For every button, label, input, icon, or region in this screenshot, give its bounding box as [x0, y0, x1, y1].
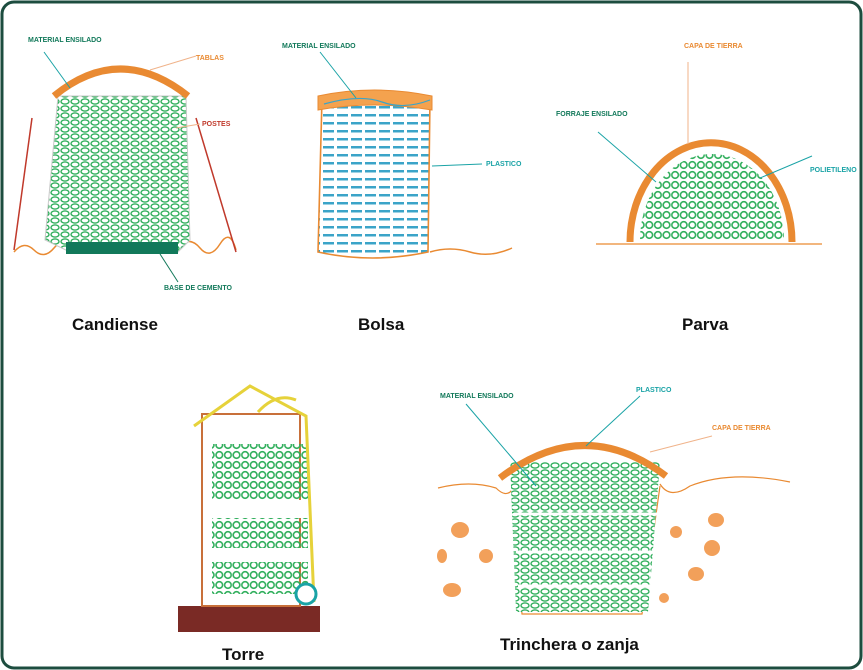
torre-title: Torre	[222, 645, 264, 664]
trinchera-silage-blocks	[510, 462, 660, 612]
candiense-base-label: BASE DE CEMENTO	[164, 285, 232, 292]
candiense-tablas-label: TABLAS	[196, 55, 224, 62]
candiense-post-left	[13, 117, 33, 251]
parva-title: Parva	[682, 315, 729, 334]
trinchera-title: Trinchera o zanja	[500, 635, 639, 654]
parva-silage-mound	[640, 154, 784, 240]
soil-blob	[659, 593, 669, 603]
torre-chute-loop	[256, 396, 297, 414]
parva-diagram: CAPA DE TIERRA FORRAJE ENSILADO POLIETIL…	[556, 43, 857, 334]
bolsa-plastico-label: PLASTICO	[486, 161, 522, 168]
trinchera-capa-label: CAPA DE TIERRA	[712, 425, 771, 432]
bolsa-material-label: MATERIAL ENSILADO	[282, 43, 356, 50]
bolsa-title: Bolsa	[358, 315, 405, 334]
soil-blob	[688, 567, 704, 581]
soil-blob	[443, 583, 461, 597]
bolsa-material-leader	[319, 51, 357, 99]
torre-silage-rings	[212, 444, 308, 594]
bolsa-bag-body	[317, 97, 431, 259]
trinchera-plastico-label: PLASTICO	[636, 387, 672, 394]
soil-blob	[479, 549, 493, 563]
candiense-diagram: MATERIAL ENSILADO TABLAS POSTES BASE DE …	[13, 37, 237, 334]
torre-gap-2	[212, 548, 308, 562]
torre-foundation	[178, 606, 320, 632]
torre-gap-1	[212, 500, 308, 518]
candiense-tablas-leader	[149, 55, 197, 71]
bolsa-plastico-leader	[431, 163, 483, 167]
candiense-postes-leader	[175, 123, 201, 129]
parva-forraje-label: FORRAJE ENSILADO	[556, 111, 628, 118]
candiense-cover-arc	[51, 65, 191, 99]
soil-blob	[437, 549, 447, 563]
soil-blob	[670, 526, 682, 538]
candiense-post-right	[195, 117, 237, 253]
soil-blob	[451, 522, 469, 538]
candiense-material-label: MATERIAL ENSILADO	[28, 37, 102, 44]
parva-forraje-leader	[597, 131, 657, 183]
trinchera-ground-left	[437, 483, 513, 495]
trinchera-plastico-leader	[585, 395, 641, 447]
parva-polietileno-label: POLIETILENO	[810, 167, 857, 174]
candiense-postes-label: POSTES	[202, 121, 231, 128]
bolsa-ground	[429, 247, 513, 255]
torre-blower-icon	[294, 582, 318, 606]
soil-blob	[708, 513, 724, 527]
bolsa-plastic-line	[323, 97, 431, 107]
parva-cover-arc	[626, 139, 796, 243]
parva-capa-label: CAPA DE TIERRA	[684, 43, 743, 50]
trinchera-diagram: MATERIAL ENSILADO PLASTICO CAPA DE TIERR…	[437, 387, 791, 654]
candiense-silage-stack	[44, 95, 191, 253]
candiense-material-leader	[43, 51, 71, 89]
trinchera-ground-right	[659, 476, 791, 494]
candiense-title: Candiense	[72, 315, 158, 334]
bolsa-diagram: MATERIAL ENSILADO PLASTICO Bolsa	[282, 43, 522, 334]
trinchera-capa-leader	[649, 435, 713, 453]
trinchera-cover-arc	[497, 442, 669, 481]
torre-chute	[193, 384, 316, 603]
trinchera-material-label: MATERIAL ENSILADO	[440, 393, 514, 400]
soil-blob	[704, 540, 720, 556]
candiense-ground-right	[177, 236, 237, 254]
parva-polietileno-leader	[759, 155, 813, 179]
torre-diagram: Torre	[178, 384, 320, 664]
candiense-base-leader	[159, 253, 179, 283]
candiense-base	[66, 242, 178, 254]
trinchera-material-leader	[465, 403, 537, 487]
